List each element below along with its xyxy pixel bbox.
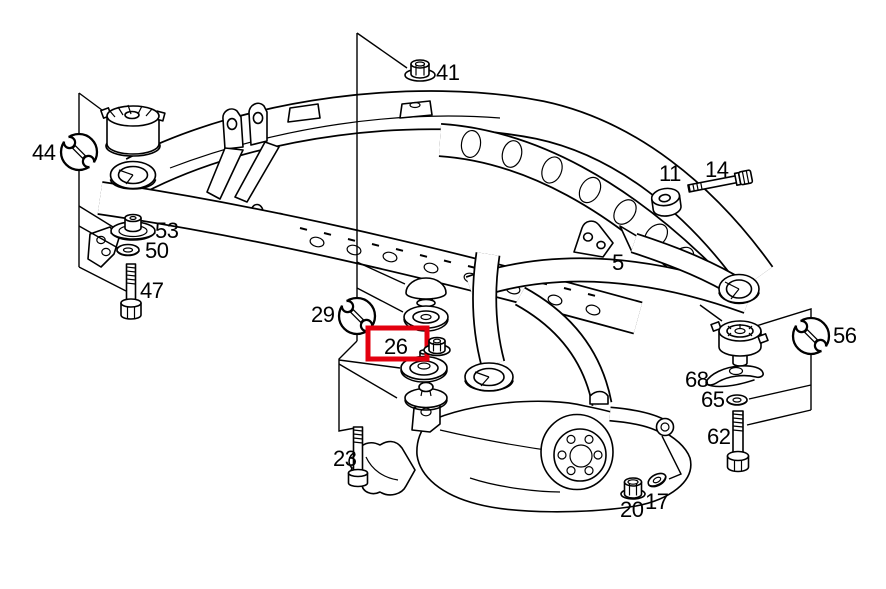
part-11-bushing — [650, 187, 682, 217]
subframe-pillar — [464, 252, 514, 392]
subframe-mount-bushing — [100, 104, 166, 157]
part-65-washer — [726, 394, 748, 406]
part-label-20[interactable]: 20 — [620, 497, 644, 522]
part-label-14[interactable]: 14 — [705, 157, 729, 182]
part-label-41[interactable]: 41 — [436, 60, 460, 85]
torque-wrench-callout-44[interactable] — [61, 134, 97, 170]
subframe-bracket-tabs — [206, 102, 280, 203]
differential-drawing — [348, 286, 692, 513]
part-label-65[interactable]: 65 — [701, 387, 725, 412]
part-68-bracket-plate — [705, 365, 764, 388]
part-label-53[interactable]: 53 — [155, 218, 179, 243]
part-label-56[interactable]: 56 — [833, 323, 857, 348]
subframe-lower-left-bracket — [87, 226, 120, 268]
part-14-bolt — [687, 169, 754, 193]
part-cap-lower — [404, 381, 448, 411]
part-label-50[interactable]: 50 — [145, 238, 169, 263]
part-53-grommet — [110, 213, 156, 241]
part-rear-mount-bushing — [710, 320, 769, 367]
part-47-bolt — [120, 263, 142, 320]
part-mount-upper — [403, 305, 449, 332]
part-41-nut — [404, 59, 436, 82]
part-label-44[interactable]: 44 — [32, 140, 56, 165]
subframe-drawing — [87, 90, 774, 335]
part-label-26[interactable]: 26 — [384, 334, 408, 359]
part-label-68[interactable]: 68 — [685, 367, 709, 392]
spring-link-eye — [718, 273, 760, 305]
part-label-17[interactable]: 17 — [645, 489, 669, 514]
part-label-29[interactable]: 29 — [311, 302, 335, 327]
part-cap-upper — [405, 277, 447, 308]
torque-wrench-callout-29[interactable] — [339, 298, 375, 334]
part-26-nut — [423, 336, 451, 357]
part-50-washer — [116, 243, 140, 257]
part-23-bolt — [347, 426, 369, 488]
part-label-62[interactable]: 62 — [707, 424, 731, 449]
part-label-11[interactable]: 11 — [659, 161, 682, 186]
torque-wrench-callout-56[interactable] — [793, 318, 829, 354]
part-label-5[interactable]: 5 — [612, 250, 625, 275]
part-17-washer — [647, 472, 667, 488]
part-label-23[interactable]: 23 — [333, 446, 357, 471]
subframe-left-eye — [109, 160, 157, 190]
leader-lines — [78, 32, 812, 480]
highlight-box-part-26 — [365, 325, 430, 362]
differential-rear-cover — [540, 413, 614, 491]
part-62-bolt — [726, 410, 750, 473]
part-label-47[interactable]: 47 — [140, 278, 164, 303]
part-labels: 41 44 53 50 47 29 26 23 5 11 14 56 68 65… — [32, 60, 857, 522]
part-20-nut — [620, 477, 646, 500]
